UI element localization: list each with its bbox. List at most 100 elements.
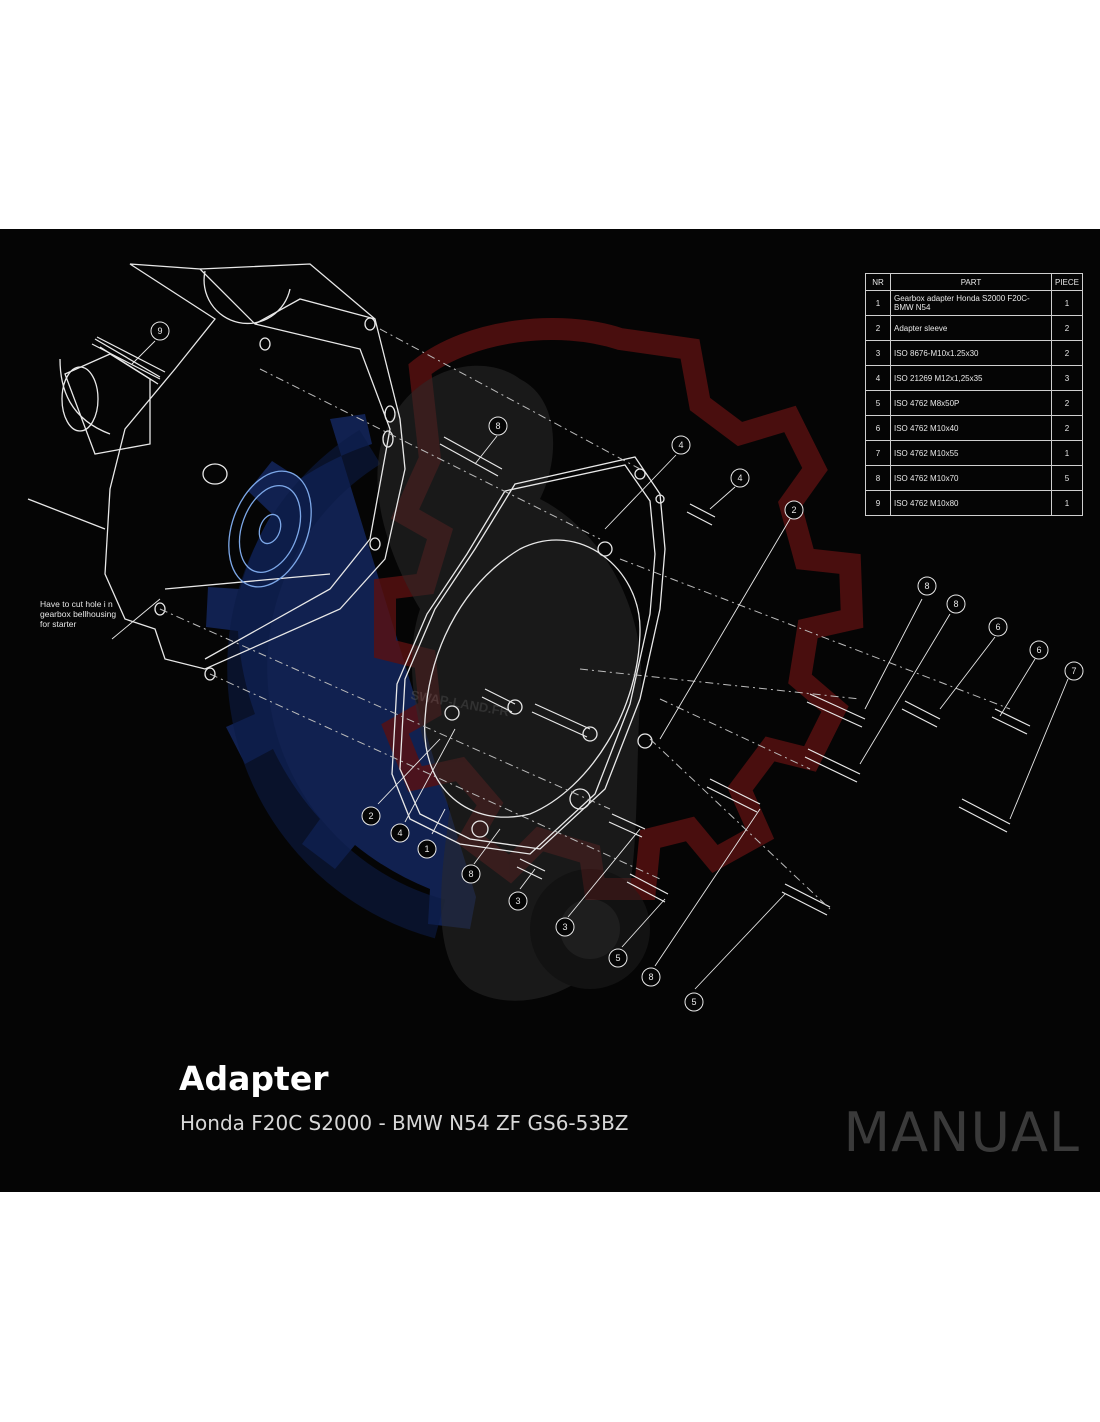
row-nr: 6 bbox=[865, 415, 891, 441]
row-part: ISO 8676-M10x1.25x30 bbox=[890, 340, 1052, 366]
starter-cut-note: Have to cut hole i n gearbox bellhousing… bbox=[40, 599, 117, 629]
callout-label: 5 bbox=[615, 953, 620, 963]
page-subtitle: Honda F20C S2000 - BMW N54 ZF GS6-53BZ bbox=[180, 1111, 629, 1135]
row-nr: 3 bbox=[865, 340, 891, 366]
callout-label: 2 bbox=[791, 505, 796, 515]
callout-circle bbox=[1064, 661, 1084, 681]
row-piece: 2 bbox=[1050, 340, 1084, 366]
callout-circle bbox=[555, 917, 575, 937]
callout-8: 8 bbox=[946, 594, 966, 614]
callout-circle bbox=[417, 839, 437, 859]
exploded-view-drawing: SWAP-LAND.FR bbox=[27, 263, 1084, 1012]
callout-label: 8 bbox=[648, 972, 653, 982]
row-nr: 2 bbox=[865, 315, 891, 341]
callout-leaders bbox=[111, 340, 1069, 990]
callout-2: 2 bbox=[784, 500, 804, 520]
row-part: Gearbox adapter Honda S2000 F20C-BMW N54 bbox=[890, 290, 1052, 316]
row-part: ISO 4762 M10x80 bbox=[890, 490, 1052, 516]
callout-8: 8 bbox=[488, 416, 508, 436]
callout-label: 8 bbox=[495, 421, 500, 431]
callout-7: 7 bbox=[1064, 661, 1084, 681]
row-piece: 2 bbox=[1050, 315, 1084, 341]
row-nr: 8 bbox=[865, 465, 891, 491]
header-piece: PIECE bbox=[1050, 273, 1084, 291]
bolts bbox=[91, 336, 1031, 916]
callout-circle bbox=[917, 576, 937, 596]
callout-label: 8 bbox=[924, 581, 929, 591]
callout-label: 8 bbox=[953, 599, 958, 609]
callout-circle bbox=[390, 823, 410, 843]
callout-label: 9 bbox=[157, 326, 162, 336]
callout-circle bbox=[641, 967, 661, 987]
callout-2: 2 bbox=[361, 806, 381, 826]
callout-label: 4 bbox=[678, 440, 683, 450]
row-nr: 1 bbox=[865, 290, 891, 316]
manual-label: MANUAL bbox=[843, 1101, 1080, 1164]
adapter-plate bbox=[391, 456, 666, 855]
row-part: Adapter sleeve bbox=[890, 315, 1052, 341]
watermark-gear-logo bbox=[206, 414, 476, 939]
callout-circle bbox=[461, 864, 481, 884]
row-piece: 1 bbox=[1050, 490, 1084, 516]
callout-3: 3 bbox=[508, 891, 528, 911]
callout-circle bbox=[946, 594, 966, 614]
parts-table-header: NR PART PIECE bbox=[865, 273, 1084, 291]
row-nr: 9 bbox=[865, 490, 891, 516]
row-piece: 3 bbox=[1050, 365, 1084, 391]
callout-4: 4 bbox=[390, 823, 410, 843]
callout-circle bbox=[671, 435, 691, 455]
watermark-red-logo bbox=[374, 318, 864, 900]
row-part: ISO 4762 M8x50P bbox=[890, 390, 1052, 416]
callout-label: 7 bbox=[1071, 666, 1076, 676]
callout-label: 2 bbox=[368, 811, 373, 821]
callout-8: 8 bbox=[641, 967, 661, 987]
callout-circle bbox=[608, 948, 628, 968]
callout-4: 4 bbox=[730, 468, 750, 488]
header-nr: NR bbox=[865, 273, 891, 291]
callout-label: 4 bbox=[737, 473, 742, 483]
row-piece: 2 bbox=[1050, 390, 1084, 416]
row-nr: 7 bbox=[865, 440, 891, 466]
callout-8: 8 bbox=[917, 576, 937, 596]
callout-circle bbox=[361, 806, 381, 826]
callout-8: 8 bbox=[461, 864, 481, 884]
callout-3: 3 bbox=[555, 917, 575, 937]
alignment-lines bbox=[159, 328, 1011, 910]
callout-6: 6 bbox=[988, 617, 1008, 637]
callout-circle bbox=[684, 992, 704, 1012]
row-part: ISO 4762 M10x55 bbox=[890, 440, 1052, 466]
callout-circle bbox=[784, 500, 804, 520]
row-part: ISO 4762 M10x70 bbox=[890, 465, 1052, 491]
row-piece: 1 bbox=[1050, 440, 1084, 466]
callout-label: 8 bbox=[468, 869, 473, 879]
callout-circle bbox=[1029, 640, 1049, 660]
page-title: Adapter bbox=[179, 1059, 329, 1098]
diagram-panel: SWAP-LAND.FR bbox=[0, 229, 1100, 1192]
callout-4: 4 bbox=[671, 435, 691, 455]
header-part: PART bbox=[890, 273, 1052, 291]
callout-label: 1 bbox=[424, 844, 429, 854]
callout-label: 6 bbox=[1036, 645, 1041, 655]
callout-circle bbox=[150, 321, 170, 341]
callout-label: 5 bbox=[691, 997, 696, 1007]
row-piece: 2 bbox=[1050, 415, 1084, 441]
callout-9: 9 bbox=[150, 321, 170, 341]
row-nr: 5 bbox=[865, 390, 891, 416]
callout-circle bbox=[730, 468, 750, 488]
callout-6: 6 bbox=[1029, 640, 1049, 660]
row-piece: 1 bbox=[1050, 290, 1084, 316]
callout-circle bbox=[488, 416, 508, 436]
callout-5: 5 bbox=[684, 992, 704, 1012]
row-nr: 4 bbox=[865, 365, 891, 391]
